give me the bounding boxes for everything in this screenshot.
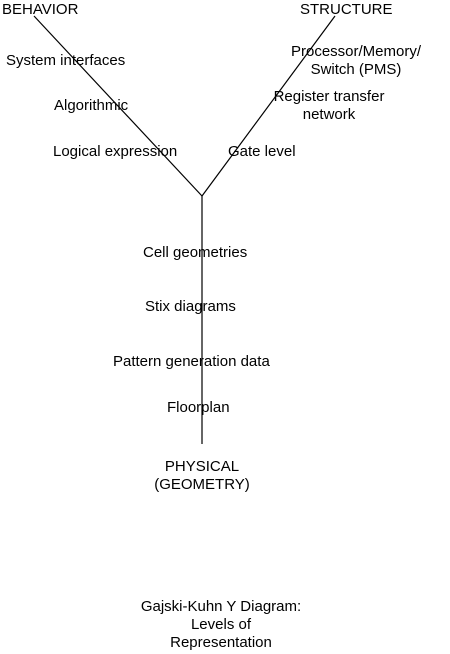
caption-line1: Gajski-Kuhn Y Diagram: [140,598,302,615]
behavior-level-algorithmic: Algorithmic [54,97,129,114]
behavior-axis-label: BEHAVIOR [2,1,79,18]
caption-line3: Representation [170,634,272,651]
physical-level-stix-diagrams: Stix diagrams [145,298,236,315]
structure-level-register-transfer: Register transfer network [256,88,402,124]
structure-level-pms-line1: Processor/Memory/ [290,43,422,60]
structure-level-register-transfer-line1: Register transfer [273,88,385,105]
structure-level-gate: Gate level [228,143,296,160]
physical-level-pattern-generation-data: Pattern generation data [113,353,270,370]
structure-axis-line [201,15,336,197]
behavior-axis-line [33,15,203,197]
structure-level-register-transfer-line2: network [302,106,356,123]
physical-level-floorplan: Floorplan [167,399,230,416]
caption-line2: Levels of [190,616,252,633]
physical-axis-label: PHYSICAL (GEOMETRY) [140,458,264,494]
behavior-level-logical-expression: Logical expression [53,143,178,160]
physical-axis-label-line2: (GEOMETRY) [154,476,250,493]
structure-level-pms-line2: Switch (PMS) [310,61,402,78]
physical-axis-label-line1: PHYSICAL [164,458,240,475]
structure-axis-label: STRUCTURE [300,1,393,18]
behavior-level-system-interfaces: System interfaces [6,52,126,69]
physical-level-cell-geometries: Cell geometries [143,244,248,261]
diagram-caption: Gajski-Kuhn Y Diagram: Levels of Represe… [100,598,342,652]
structure-level-pms: Processor/Memory/ Switch (PMS) [270,43,442,79]
